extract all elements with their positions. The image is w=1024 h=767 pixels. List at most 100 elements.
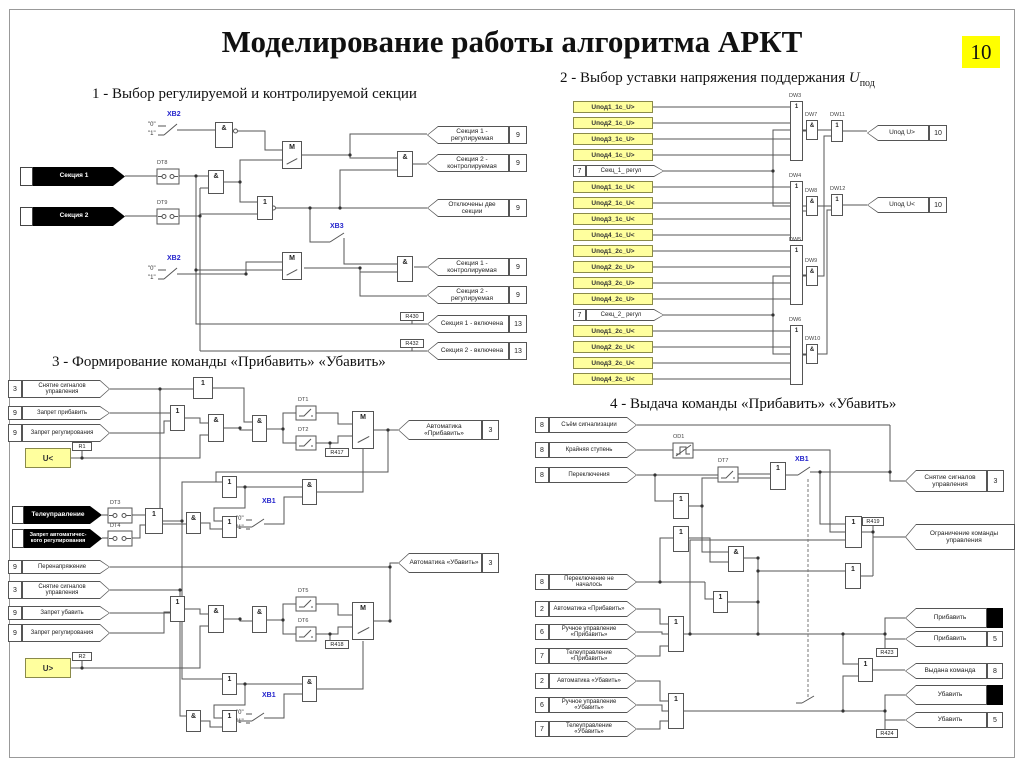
input-tag: Запрет убавить (22, 606, 110, 620)
output-num: 9 (509, 286, 527, 304)
output-label: Прибавить (906, 632, 986, 646)
input-tag: Переключение не началось (549, 574, 637, 590)
input-tag: Ручное управление «Прибавить» (549, 624, 637, 640)
input-num: 9 (8, 624, 22, 642)
dt5-label: DT5 (298, 588, 309, 594)
input-label: Ручное управление «Убавить» (550, 698, 636, 712)
input-num: 2 (535, 673, 549, 689)
xb2-switch-label[interactable]: XB2 (167, 255, 181, 262)
input-num: 7 (535, 721, 549, 737)
output-label: Секция 1 - регулируемая (428, 127, 508, 143)
input-tag: Автоматика «Убавить» (549, 673, 637, 689)
input-num: 6 (535, 624, 549, 640)
xb3-switch-label[interactable]: XB3 (330, 223, 344, 230)
or-gate: 1 (713, 591, 728, 613)
relay-tag: R419 (862, 517, 884, 526)
timer-icon (299, 438, 313, 447)
relay-tag: R432 (400, 339, 424, 348)
input-label: Ручное управление «Прибавить» (550, 625, 636, 639)
section2-title-sub: под (859, 78, 875, 89)
or-gate: 1 (673, 493, 689, 519)
output-num: 9 (509, 258, 527, 276)
relay-tag: R1 (72, 442, 92, 451)
and-gate: & (302, 676, 317, 702)
or-gate: 1 (193, 377, 213, 399)
input-tag: Телеуправление «Убавить» (549, 721, 637, 737)
xb1-switch-label[interactable]: XB1 (262, 692, 276, 699)
and-gate: & (208, 605, 224, 633)
and-gate: & (186, 512, 201, 534)
and-gate: & (806, 344, 818, 364)
output-tag: Секция 1 - включена (427, 315, 509, 333)
or-gate: 1 (831, 120, 843, 142)
or-gate: 1 (170, 596, 185, 622)
section2-title-var: U (848, 70, 860, 86)
mux-block: M (352, 602, 374, 640)
mux-block: M (282, 141, 302, 169)
xb1-switch-label[interactable]: XB1 (262, 498, 276, 505)
or-gate: 1 (770, 462, 786, 490)
or-gate: 1 (858, 658, 873, 682)
dw6-label: DW6 (789, 317, 802, 323)
output-tag: Секция 2 - контролируемая (427, 154, 509, 172)
dw10-label: DW10 (805, 336, 821, 342)
input-num: 3 (8, 581, 22, 599)
output-label: Автоматика «Убавить» (399, 554, 481, 572)
output-tag: Uпод U< (867, 197, 929, 213)
timer-icon (299, 408, 313, 417)
contact-icon (109, 513, 131, 518)
dt6-label: DT6 (298, 618, 309, 624)
output-num: 8 (987, 663, 1003, 679)
timer-icon (299, 629, 313, 638)
output-label: Секция 1 - контролируемая (428, 259, 508, 275)
and-gate: & (806, 266, 818, 286)
xb1-switch-label[interactable]: XB1 (795, 456, 809, 463)
output-num: 5 (987, 712, 1003, 728)
section2-title-text: 2 - Выбор уставки напряжения поддержания (560, 70, 849, 86)
output-num: 5 (987, 631, 1003, 647)
input-label: Запрет убавить (23, 607, 109, 619)
output-tag: Ограничение команды управления (905, 524, 1015, 550)
input-tag: Запрет регулирования (22, 624, 110, 642)
output-label: Отключены две секции (428, 200, 508, 216)
and-gate: & (728, 546, 744, 572)
section2-title: 2 - Выбор уставки напряжения поддержания… (560, 70, 875, 89)
output-label: Прибавить (906, 609, 986, 627)
switch-pos-0: "0" (236, 710, 244, 716)
or-gate: 1 (845, 563, 861, 589)
input-label: Телеуправление «Прибавить» (550, 649, 636, 663)
input-tag: Запрет прибавить (22, 406, 110, 420)
input-label: Съём сигнализации (550, 418, 636, 432)
relay-tag: R417 (325, 448, 349, 457)
input-label: Запрет регулирования (23, 425, 109, 441)
input-label: Переключение не началось (550, 575, 636, 589)
output-tag: Автоматика «Прибавить» (398, 420, 482, 440)
section1-input-stub (20, 167, 33, 186)
teleupr-input-tag: Телеуправление (24, 506, 102, 524)
switch-pos-0: "0" (148, 266, 156, 272)
input-label: Перенапряжение (23, 561, 109, 573)
u-less-box: U< (25, 448, 71, 468)
dw11-label: DW11 (830, 112, 845, 118)
output-label: Секция 2 - контролируемая (428, 155, 508, 171)
and-gate: & (215, 122, 233, 148)
and-gate: & (397, 256, 413, 282)
od1-label: OD1 (673, 434, 685, 440)
section4-title: 4 - Выдача команды «Прибавить» «Убавить» (610, 396, 897, 412)
contact-icon (158, 174, 178, 179)
output-label: Выдана команда (906, 664, 986, 678)
input-num: 3 (8, 380, 22, 398)
output-num: 3 (482, 553, 499, 573)
page-number-badge: 10 (962, 36, 1000, 68)
contact-icon (158, 214, 178, 219)
and-gate: & (806, 120, 818, 140)
output-tag: Секция 1 - контролируемая (427, 258, 509, 276)
xb2-switch-label[interactable]: XB2 (167, 111, 181, 118)
dw7-label: DW7 (805, 112, 818, 118)
contact-icon (109, 536, 131, 541)
page-title: Моделирование работы алгоритма АРКТ (221, 24, 803, 59)
input-label: Автоматика «Убавить» (550, 674, 636, 688)
relay-tag: R423 (876, 648, 898, 657)
